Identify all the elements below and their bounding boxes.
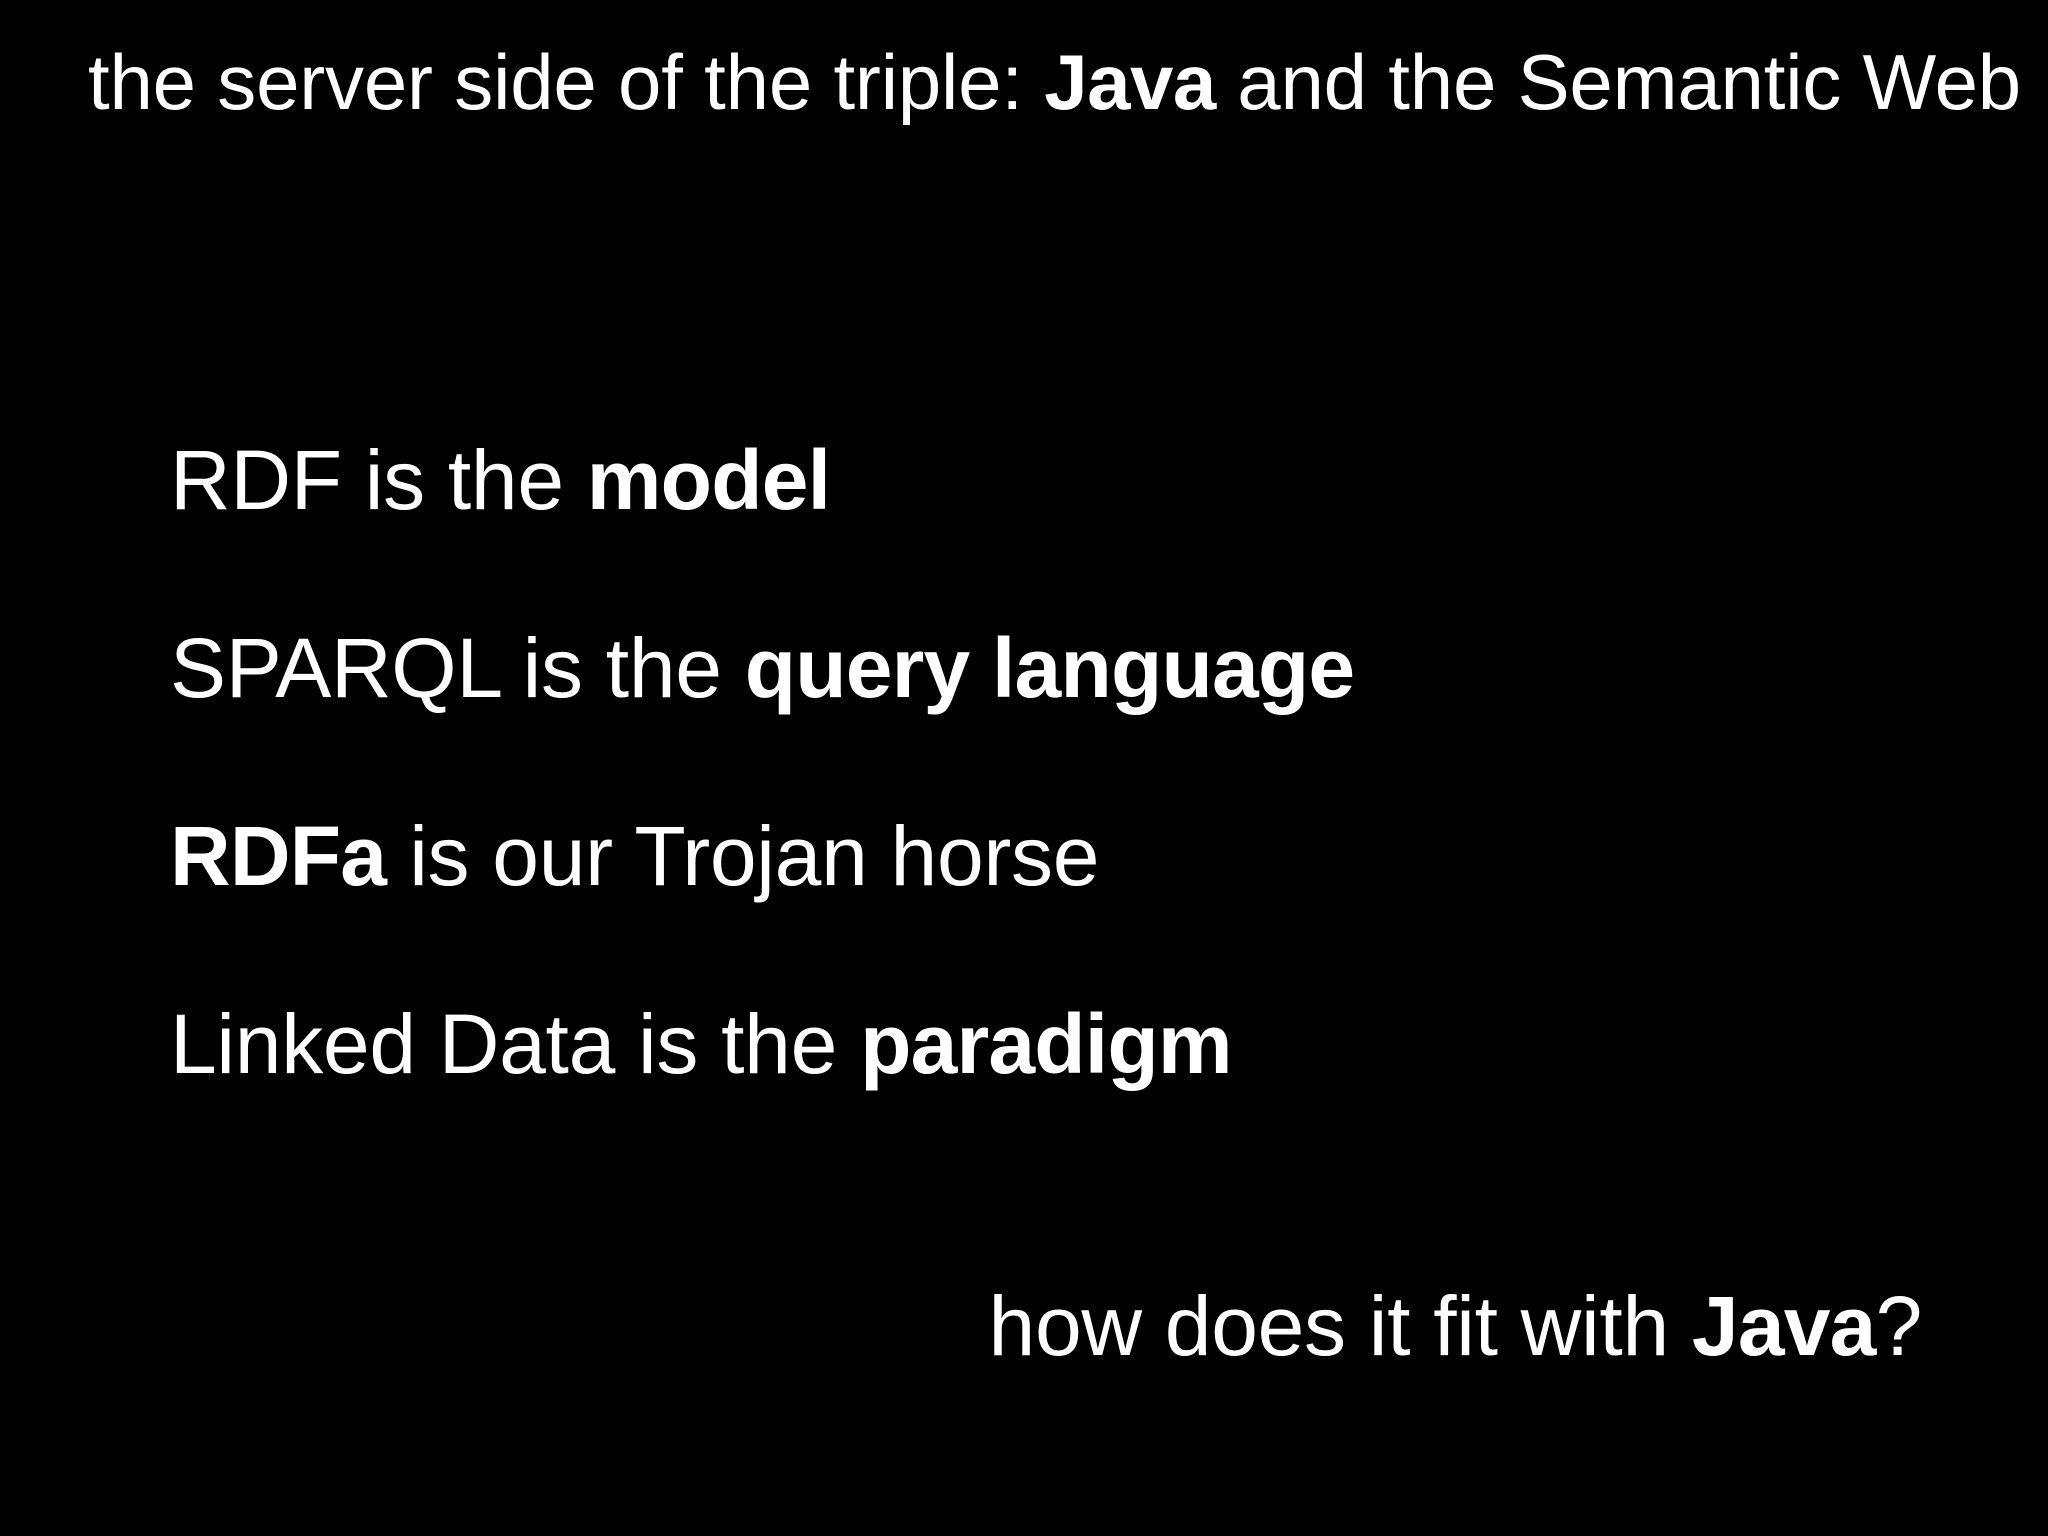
bullet-emphasis: model <box>586 433 831 527</box>
bullet-line-rdfa: RDFa is our Trojan horse <box>170 808 1870 996</box>
bullet-line-rdf: RDF is the model <box>170 432 1870 620</box>
bullet-emphasis: RDFa <box>170 809 387 903</box>
bullet-lead: Linked Data is the <box>170 997 861 1091</box>
bullet-tail: is our Trojan horse <box>386 809 1100 903</box>
bullet-line-sparql: SPARQL is the query language <box>170 620 1870 808</box>
closing-lead: how does it fit with <box>988 1279 1692 1373</box>
bullet-lead: SPARQL is the <box>170 621 745 715</box>
closing-emphasis: Java <box>1691 1279 1876 1373</box>
slide-title-emphasis: Java <box>1044 38 1216 126</box>
slide-title-tail: and the Semantic Web <box>1215 38 2021 126</box>
slide-bullet-list: RDF is the model SPARQL is the query lan… <box>170 432 1870 1184</box>
slide-title-lead: the server side of the triple: <box>88 38 1045 126</box>
slide-title: the server side of the triple: Java and … <box>88 28 2021 136</box>
closing-question: how does it fit with Java? <box>0 1278 1923 1374</box>
bullet-emphasis: paradigm <box>860 997 1232 1091</box>
bullet-lead: RDF is the <box>170 433 587 527</box>
closing-tail: ? <box>1875 1279 1923 1373</box>
bullet-line-linked-data: Linked Data is the paradigm <box>170 996 1870 1184</box>
bullet-emphasis: query language <box>744 621 1355 715</box>
